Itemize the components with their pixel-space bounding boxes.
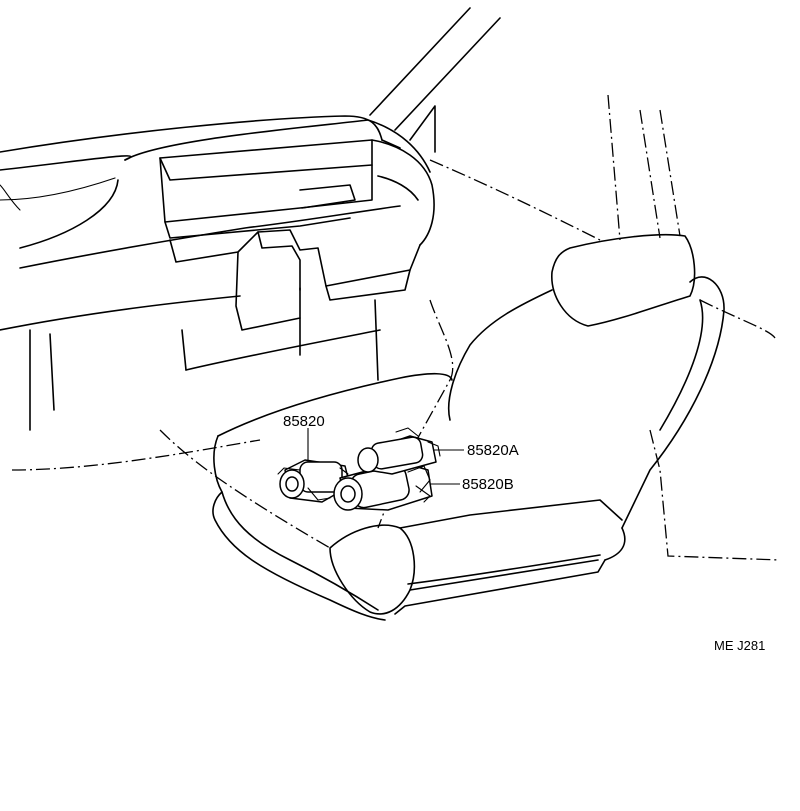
a-pillar (369, 7, 501, 153)
drawing-code: ME J281 (714, 638, 765, 653)
leader-lines (307, 428, 464, 485)
label-85820a: 85820A (467, 442, 519, 459)
motor-main (277, 459, 351, 503)
dashboard (0, 115, 435, 431)
body-outline (11, 94, 781, 561)
label-85820: 85820 (283, 413, 325, 430)
motor-a (357, 427, 441, 475)
motor-b (333, 461, 433, 511)
seat (212, 233, 725, 621)
label-85820b: 85820B (462, 476, 514, 493)
